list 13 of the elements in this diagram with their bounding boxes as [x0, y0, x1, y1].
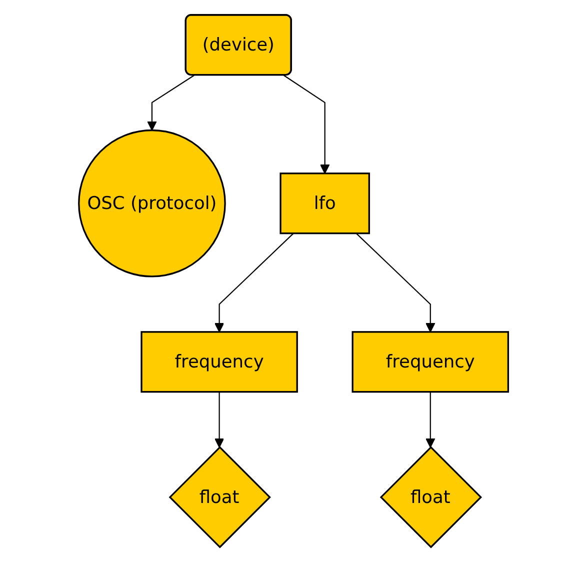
- arrow: [214, 392, 224, 448]
- process-box: lfo: [280, 172, 370, 234]
- rounded-box: (device): [184, 14, 292, 76]
- decision-diamond: float: [168, 446, 271, 548]
- arrow: [147, 74, 194, 131]
- process-box: frequency: [352, 331, 509, 393]
- decision-diamond: float: [380, 446, 482, 548]
- arrow: [214, 232, 294, 332]
- process-box: frequency: [140, 331, 298, 393]
- arrow: [425, 392, 436, 448]
- circle-node: OSC (protocol): [78, 129, 226, 278]
- arrow: [284, 74, 330, 174]
- arrow: [356, 232, 436, 332]
